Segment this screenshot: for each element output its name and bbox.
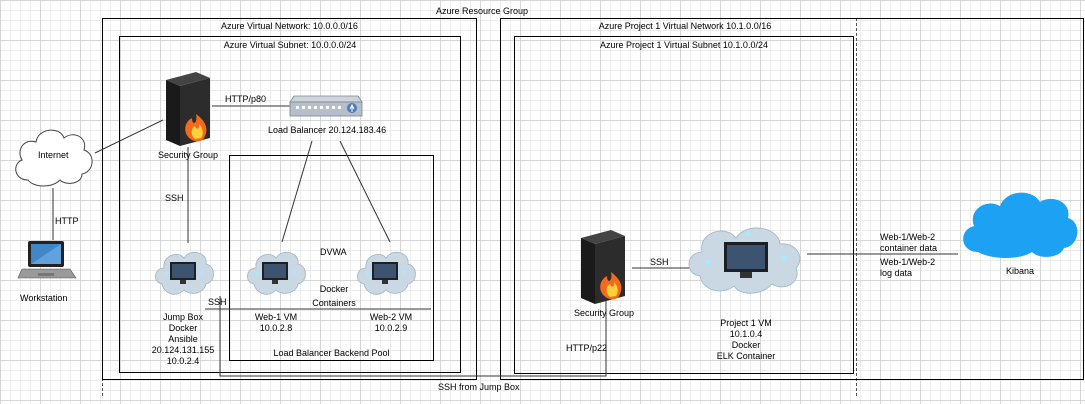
project-vm-icon[interactable] [684,218,808,298]
jumpbox-vm-icon[interactable] [152,244,216,300]
ssh-label-2: SSH [208,297,227,307]
http-p80-label: HTTP/p80 [225,94,267,104]
jumpbox-docker: Docker [168,323,198,333]
backend-pool-box[interactable] [229,155,434,361]
web1-vm-icon[interactable] [244,244,308,300]
container-data-label: Web-1/Web-2 container data [880,232,937,254]
security-group-label: Security Group [158,150,219,160]
subnet-box[interactable] [119,36,461,373]
http-p22-label: HTTP/p22 [566,343,608,353]
backend-pool-title: Load Balancer Backend Pool [273,348,390,358]
docker-containers-line-1: Docker [319,284,349,294]
resource-group-title: Azure Resource Group [436,6,529,16]
dvwa-label: DVWA [320,247,347,257]
jumpbox-public-ip: 20.124.131.155 [151,345,215,355]
jumpbox-label: Jump Box Docker Ansible 20.124.131.155 1… [143,312,223,367]
project-vm-elk: ELK Container [716,351,776,361]
kibana-cloud-icon[interactable] [956,186,1082,260]
ssh-label-3: SSH [650,257,669,267]
project-vm-label: Project 1 VM 10.1.0.4 Docker ELK Contain… [706,318,786,362]
web1-label: Web-1 VM 10.0.2.8 [236,312,316,334]
container-data-line-2: container data [880,243,938,253]
jumpbox-ansible: Ansible [168,334,198,344]
project-subnet-title: Azure Project 1 Virtual Subnet 10.1.0.0/… [600,40,768,50]
internet-to-sg-line [94,119,164,154]
ssh-from-jumpbox-label: SSH from Jump Box [438,382,520,392]
log-data-label: Web-1/Web-2 log data [880,257,935,279]
load-balancer-label: Load Balancer 20.124.183.46 [268,125,387,135]
firewall-server-icon[interactable] [158,70,216,148]
web2-name: Web-2 VM [369,312,413,322]
project-vm-ip: 10.1.0.4 [729,329,763,339]
security-group-2-label: Security Group [574,308,635,318]
internet-label: Internet [38,150,69,160]
laptop-icon[interactable] [16,238,78,282]
log-data-line-2: log data [880,268,913,278]
project-vm-docker: Docker [731,340,761,350]
subnet-title: Azure Virtual Subnet: 10.0.0.0/24 [223,40,357,50]
workstation-label: Workstation [20,293,68,303]
project-vnet-box[interactable] [500,18,1084,380]
web1-name: Web-1 VM [254,312,298,322]
web1-ip: 10.0.2.8 [259,323,293,333]
web2-vm-icon[interactable] [354,244,418,300]
project-vnet-title: Azure Project 1 Virtual Network 10.1.0.0… [598,21,772,31]
load-balancer-icon[interactable] [288,92,364,122]
kibana-label: Kibana [1006,266,1035,276]
project-vm-name: Project 1 VM [720,318,772,328]
vnet-box[interactable] [102,18,477,380]
web2-ip: 10.0.2.9 [374,323,408,333]
vnet-title: Azure Virtual Network: 10.0.0.0/16 [221,21,358,31]
docker-containers-label: Docker Containers [306,282,362,310]
container-data-line-1: Web-1/Web-2 [880,232,936,242]
log-data-line-1: Web-1/Web-2 [880,257,936,267]
jumpbox-name: Jump Box [162,312,204,322]
firewall-server-2-icon[interactable] [573,228,631,306]
internet-cloud-icon [15,129,93,187]
project-subnet-box[interactable] [514,36,854,374]
ssh-label-1: SSH [165,193,184,203]
http-label: HTTP [55,216,79,226]
jumpbox-private-ip: 10.0.2.4 [166,356,200,366]
web2-label: Web-2 VM 10.0.2.9 [351,312,431,334]
docker-containers-line-2: Containers [312,298,356,308]
lb-to-web1-line [281,140,313,243]
lb-to-web2-line [339,140,391,243]
ssh-from-jumpbox-line [219,262,607,377]
